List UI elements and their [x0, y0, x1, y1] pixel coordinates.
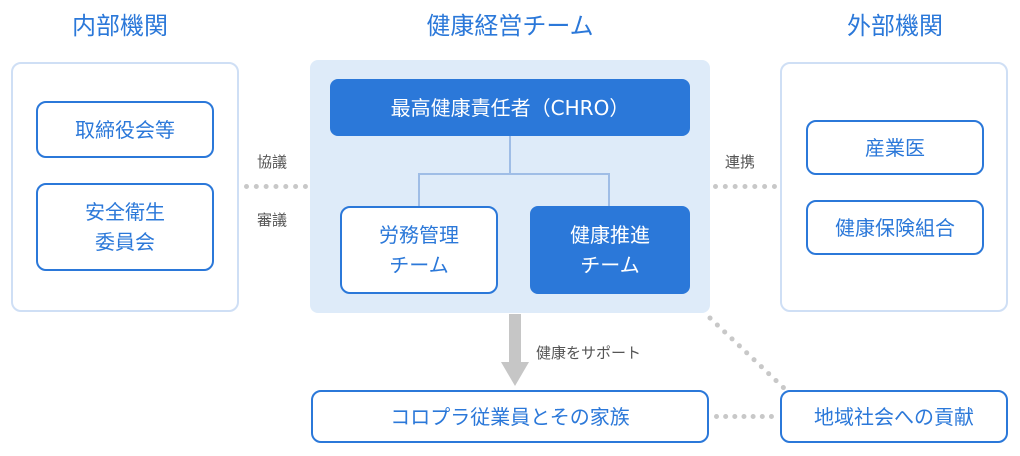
- board-label: 取締役会等: [75, 117, 175, 142]
- internal-heading: 内部機関: [72, 12, 168, 40]
- board-box: 取締役会等: [36, 101, 214, 158]
- promo-team-line2: チーム: [580, 253, 640, 277]
- labor-team-box: 労務管理 チーム: [340, 206, 498, 294]
- renkei-label: 連携: [725, 153, 756, 171]
- promo-connector: [608, 173, 610, 207]
- health-insurance-box: 健康保険組合: [806, 200, 984, 255]
- external-heading: 外部機関: [847, 12, 943, 40]
- support-arrow-head: [501, 362, 529, 386]
- safety-committee-line2: 委員会: [95, 230, 155, 254]
- chro-box: 最高健康責任者（CHRO）: [330, 79, 690, 136]
- team-community-dotted-link: [707, 315, 789, 393]
- safety-committee-box: 安全衛生 委員会: [36, 183, 214, 271]
- support-arrow-shaft: [509, 314, 521, 364]
- employees-label: コロプラ従業員とその家族: [390, 404, 630, 429]
- team-heading: 健康経営チーム: [426, 12, 594, 40]
- labor-connector: [418, 173, 420, 207]
- labor-team-line2: チーム: [389, 253, 449, 277]
- promo-team-line1: 健康推進: [570, 223, 650, 247]
- labor-team-line1: 労務管理: [379, 223, 459, 247]
- chro-label: 最高健康責任者（CHRO）: [390, 95, 630, 120]
- external-panel: [780, 62, 1008, 312]
- team-external-dotted-link: [713, 184, 777, 189]
- community-label: 地域社会への貢献: [814, 404, 974, 429]
- employees-box: コロプラ従業員とその家族: [311, 390, 709, 443]
- promo-team-box: 健康推進 チーム: [530, 206, 690, 294]
- health-insurance-label: 健康保険組合: [835, 215, 955, 240]
- employees-community-dotted-link: [714, 414, 774, 419]
- community-box: 地域社会への貢献: [780, 390, 1008, 443]
- shingi-label: 審議: [257, 211, 288, 229]
- industrial-physician-box: 産業医: [806, 120, 984, 175]
- chro-connector-vertical: [509, 136, 511, 174]
- internal-team-dotted-link: [244, 184, 308, 189]
- support-label: 健康をサポート: [536, 344, 642, 362]
- industrial-physician-label: 産業医: [865, 135, 925, 160]
- kyogi-label: 協議: [257, 153, 288, 171]
- chro-connector-horizontal: [418, 173, 610, 175]
- safety-committee-line1: 安全衛生: [85, 200, 165, 224]
